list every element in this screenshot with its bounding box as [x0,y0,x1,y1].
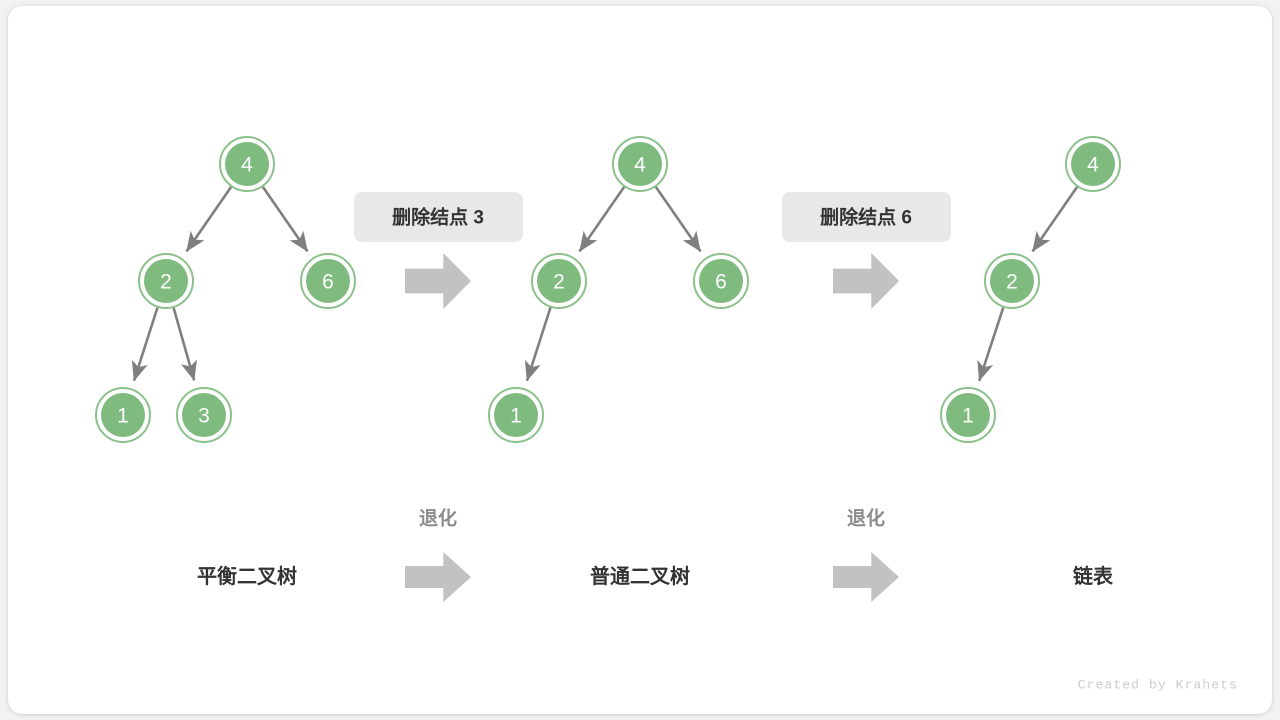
operation-chip-bg [782,192,951,242]
tree-node: 1 [940,387,996,443]
tree-node-value: 2 [1006,271,1018,294]
tree-edge [578,186,626,253]
operation-chip: 删除结点 6 [782,192,951,242]
tree-node-value: 4 [1087,154,1099,177]
tree-edges-layer [131,186,1079,382]
tree-edge [1031,186,1079,253]
tree-node-value: 1 [117,405,129,428]
tree-node-value: 4 [241,154,253,177]
tree-node-body [537,259,581,303]
degrade-label: 退化 [419,507,457,530]
tree-node: 4 [219,136,275,192]
tree-node-value: 3 [198,405,210,428]
tree-caption: 链表 [1073,564,1114,588]
tree-node-body [946,393,990,437]
tree-caption: 平衡二叉树 [197,564,297,588]
tree-node-value: 4 [634,154,646,177]
transition-arrow-bottom [833,552,899,602]
operation-chip-label: 删除结点 6 [820,206,912,229]
tree-edge [977,307,1005,382]
tree-node-value: 2 [553,271,565,294]
tree-node-body [101,393,145,437]
degrade-label: 退化 [847,507,885,530]
watermark-credit: Created by Krahets [1078,678,1238,693]
operation-chips-layer: 删除结点 3 删除结点 6 [354,192,951,242]
tree-node-value: 2 [160,271,172,294]
block-arrows-layer [405,253,899,602]
operation-chip: 删除结点 3 [354,192,523,242]
tree-node-body [494,393,538,437]
tree-node-body [699,259,743,303]
tree-node-body [618,142,662,186]
operation-chip-bg [354,192,523,242]
tree-edge [654,186,702,253]
tree-edge [185,186,233,253]
tree-node: 2 [531,253,587,309]
transition-arrow-top [405,253,471,309]
tree-node-body [182,393,226,437]
tree-node-value: 6 [715,271,727,294]
tree-node: 3 [176,387,232,443]
tree-node: 4 [612,136,668,192]
tree-edge [524,307,552,382]
transition-arrow-bottom [405,552,471,602]
tree-node: 6 [300,253,356,309]
tree-nodes-layer: 4 2 6 1 3 4 2 6 1 4 2 1 [95,136,1121,443]
tree-node: 6 [693,253,749,309]
tree-node-body [990,259,1034,303]
tree-node: 2 [984,253,1040,309]
tree-node: 4 [1065,136,1121,192]
tree-node: 2 [138,253,194,309]
transition-arrow-top [833,253,899,309]
tree-edge [131,307,159,382]
operation-chip-label: 删除结点 3 [392,206,484,229]
tree-node-value: 1 [962,405,974,428]
figure-card [8,6,1272,714]
tree-caption: 普通二叉树 [590,564,690,588]
tree-node-body [306,259,350,303]
tree-node-value: 1 [510,405,522,428]
tree-node: 1 [488,387,544,443]
tree-node: 1 [95,387,151,443]
tree-node-body [144,259,188,303]
tree-edge [172,307,197,381]
tree-node-value: 6 [322,271,334,294]
tree-node-body [225,142,269,186]
tree-edge [261,186,309,253]
tree-node-body [1071,142,1115,186]
